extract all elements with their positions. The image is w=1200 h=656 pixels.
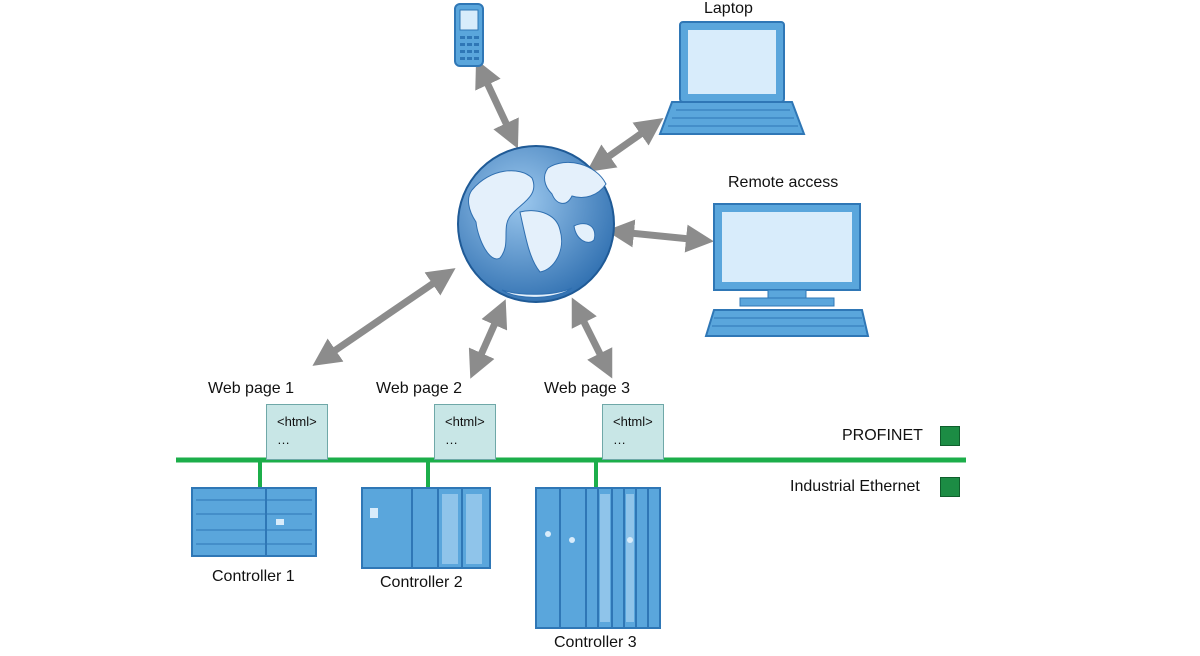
- arrow-remote-globe: [606, 219, 714, 253]
- laptop-label: Laptop: [704, 0, 753, 17]
- web-page-1-title: Web page 1: [208, 380, 294, 397]
- controller-2-label: Controller 2: [380, 574, 463, 591]
- legend-industrial-ethernet-label: Industrial Ethernet: [790, 478, 920, 495]
- web-page-3-ellipsis: …: [613, 432, 626, 447]
- web-page-1-html: <html>: [277, 414, 317, 429]
- web-page-1-ellipsis: …: [277, 432, 290, 447]
- controller-1-label: Controller 1: [212, 568, 295, 585]
- web-page-3-html: <html>: [613, 414, 653, 429]
- arrow-webpage1-globe: [312, 268, 456, 366]
- web-page-2-box: <html> …: [434, 404, 496, 460]
- arrow-webpage3-globe: [571, 297, 613, 379]
- mobile-phone-icon: [454, 3, 484, 67]
- web-page-1-box: <html> …: [266, 404, 328, 460]
- web-page-2-title: Web page 2: [376, 380, 462, 397]
- legend-profinet-label: PROFINET: [842, 427, 923, 444]
- controller-3-label: Controller 3: [554, 634, 637, 651]
- web-page-2-html: <html>: [445, 414, 485, 429]
- controller-1-device: [191, 487, 317, 557]
- arrow-laptop-globe: [586, 117, 664, 173]
- laptop-icon: [658, 21, 806, 135]
- controller-3-device: [535, 487, 661, 629]
- arrow-phone-globe: [475, 59, 519, 149]
- remote-access-label: Remote access: [728, 174, 839, 191]
- globe-icon: [457, 145, 615, 303]
- network-drops: [258, 460, 598, 488]
- desktop-computer-icon: [704, 203, 870, 337]
- legend-profinet-swatch: [940, 426, 960, 446]
- legend-industrial-ethernet-swatch: [940, 477, 960, 497]
- web-page-3-box: <html> …: [602, 404, 664, 460]
- connection-arrows: [312, 59, 714, 379]
- web-page-3-title: Web page 3: [544, 380, 630, 397]
- web-page-2-ellipsis: …: [445, 432, 458, 447]
- arrow-webpage2-globe: [468, 299, 508, 379]
- controller-2-device: [361, 487, 491, 569]
